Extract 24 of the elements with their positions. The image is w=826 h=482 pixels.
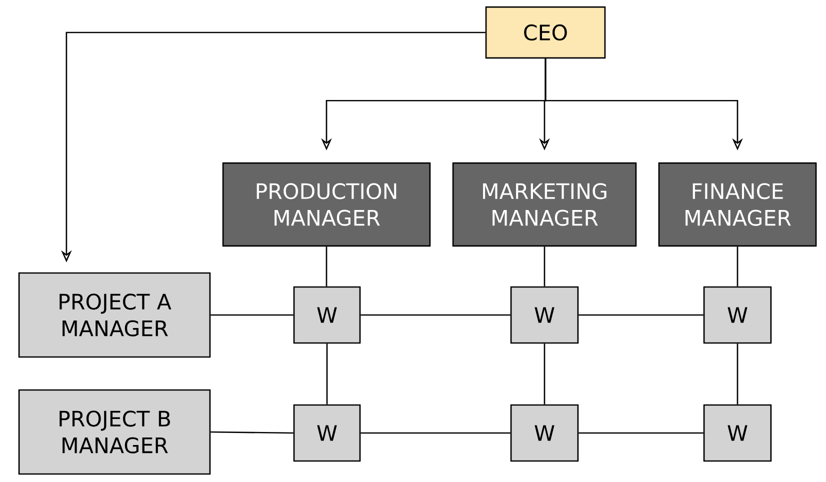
connector-line — [360, 314, 510, 316]
connector-line — [360, 432, 510, 434]
worker-box: W — [293, 404, 361, 462]
worker-box: W — [703, 404, 772, 462]
connector-line — [210, 314, 294, 316]
department-box: PRODUCTION MANAGER — [222, 162, 431, 247]
connector-line — [544, 246, 546, 286]
connector-line — [326, 246, 328, 286]
worker-box: W — [293, 286, 361, 344]
project-manager-box: PROJECT A MANAGER — [18, 272, 211, 358]
connector-line — [578, 314, 704, 316]
connector-line — [578, 432, 704, 434]
worker-box: W — [510, 404, 579, 462]
department-box: FINANCE MANAGER — [658, 162, 817, 247]
worker-box: W — [703, 286, 772, 344]
connector-line — [736, 344, 738, 404]
connector-line — [544, 344, 546, 404]
connector-line — [326, 344, 328, 404]
project-manager-box: PROJECT B MANAGER — [18, 389, 211, 475]
department-box: MARKETING MANAGER — [452, 162, 637, 247]
connector-line — [736, 246, 738, 286]
ceo-box: CEO — [485, 6, 606, 59]
worker-box: W — [510, 286, 579, 344]
connector-line — [210, 431, 294, 434]
